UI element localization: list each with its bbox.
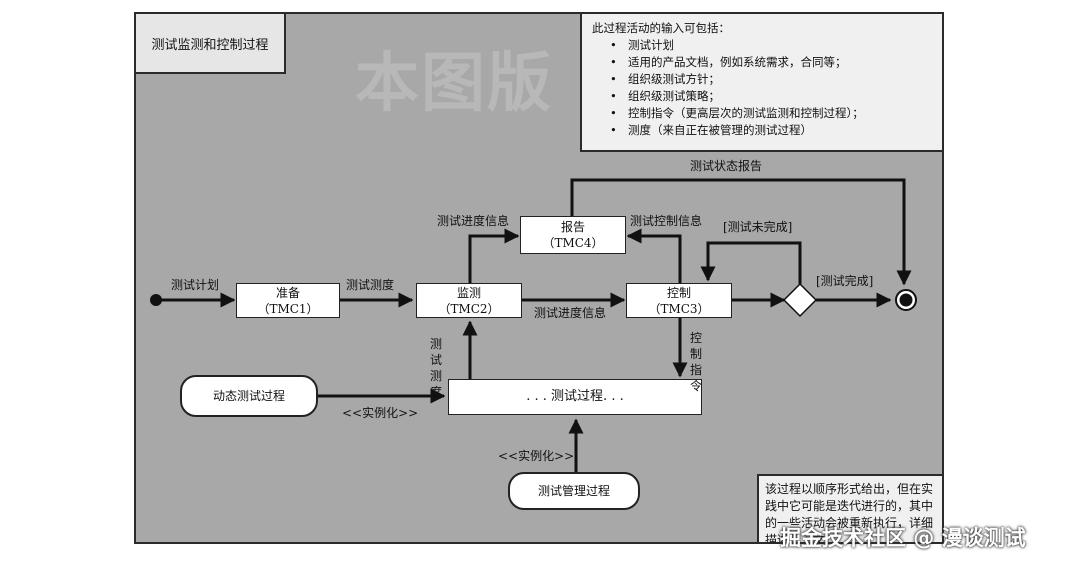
- input-item: 测度（来自正在被管理的测试过程）: [610, 122, 932, 139]
- iteration-note: 该过程以顺序形式给出，但在实践中它可能是迭代进行的，其中的一些活动会被重新执行，…: [757, 474, 944, 544]
- edge-monitor-report: [468, 228, 520, 284]
- diagram-title: 测试监测和控制过程: [134, 12, 286, 74]
- label-measure-vertical: 测试 测度: [430, 336, 444, 400]
- node-monitor-name: 监测: [456, 285, 481, 300]
- node-monitor-code: （TMC2）: [438, 301, 500, 316]
- label-directive-vertical: 控制 指令: [690, 330, 704, 394]
- start-node: [150, 294, 162, 306]
- edge-status-report: [570, 178, 912, 286]
- node-monitor: 监测 （TMC2）: [416, 283, 522, 318]
- input-item: 组织级测试策略；: [610, 88, 932, 105]
- faint-watermark: 本图版: [355, 47, 553, 121]
- label-control-to-report: 测试控制信息: [630, 214, 703, 228]
- node-test-management-process: 测试管理过程: [508, 472, 640, 510]
- node-report-name: 报告: [560, 220, 585, 234]
- input-item: 组织级测试方针；: [610, 71, 932, 88]
- input-item: 控制指令（更高层次的测试监测和控制过程）；: [610, 105, 932, 122]
- edge-decision-control: [700, 241, 802, 284]
- label-instantiate-management: <<实例化>>: [498, 449, 575, 463]
- label-status-report: 测试状态报告: [690, 159, 763, 173]
- node-control-name: 控制: [666, 285, 691, 300]
- end-node-core: [899, 293, 913, 307]
- label-test-measure: 测试测度: [346, 278, 395, 292]
- decision-node: [782, 282, 818, 318]
- inputs-list: 测试计划 适用的产品文档，例如系统需求，合同等； 组织级测试方针； 组织级测试策…: [592, 37, 932, 139]
- node-prepare-code: （TMC1）: [257, 301, 319, 316]
- source-watermark: 掘金技术社区 @ 漫谈测试: [780, 526, 1026, 550]
- node-prepare-name: 准备: [275, 285, 300, 300]
- node-report: 报告 （TMC4）: [520, 216, 626, 254]
- node-control: 控制 （TMC3）: [626, 283, 732, 318]
- label-measure-line2: 测度: [430, 369, 443, 399]
- label-done: [测试完成]: [816, 274, 874, 288]
- label-progress-to-control: 测试进度信息: [534, 306, 607, 320]
- input-item: 适用的产品文档，例如系统需求，合同等；: [610, 54, 932, 71]
- edge-control-report: [626, 228, 682, 284]
- label-directive-line2: 指令: [690, 363, 703, 393]
- label-directive-line1: 控制: [690, 331, 703, 361]
- node-dynamic-test-process: 动态测试过程: [180, 375, 318, 417]
- inputs-heading: 此过程活动的输入可包括：: [592, 21, 730, 35]
- label-test-plan: 测试计划: [171, 278, 220, 292]
- node-prepare: 准备 （TMC1）: [236, 283, 340, 318]
- label-not-done: [测试未完成]: [723, 220, 793, 234]
- input-item: 测试计划: [610, 37, 932, 54]
- label-progress-to-report: 测试进度信息: [437, 214, 510, 228]
- inputs-box: 此过程活动的输入可包括： 测试计划 适用的产品文档，例如系统需求，合同等； 组织…: [580, 12, 944, 152]
- label-measure-line1: 测试: [430, 337, 443, 367]
- node-control-code: （TMC3）: [648, 301, 710, 316]
- node-test-process: . . . 测试过程. . .: [448, 379, 702, 415]
- node-report-code: （TMC4）: [542, 236, 604, 250]
- label-instantiate-dynamic: <<实例化>>: [342, 406, 419, 420]
